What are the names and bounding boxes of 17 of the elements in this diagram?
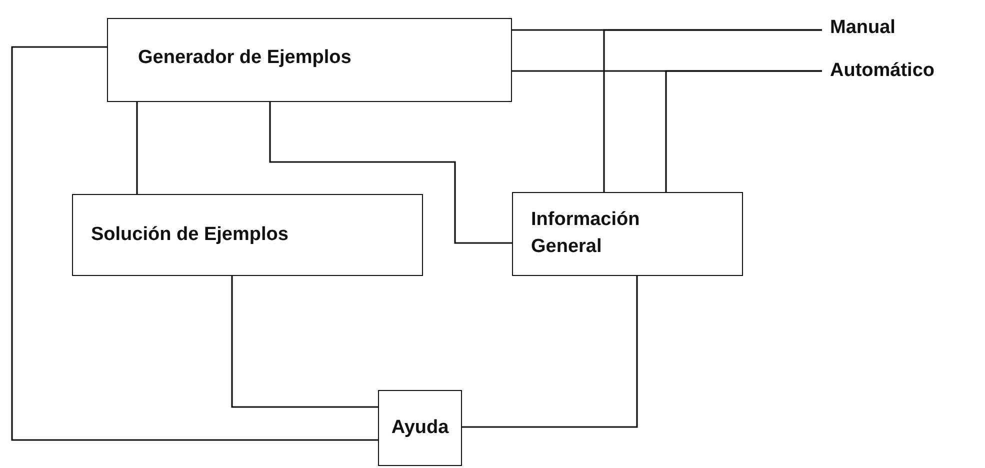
connector-line: [603, 29, 822, 192]
box-label: Generador de Ejemplos: [138, 46, 352, 70]
connector-line: [462, 276, 638, 428]
connector-line: [269, 102, 512, 244]
box-label: Ayuda: [391, 416, 449, 440]
output-label: Automático: [830, 60, 934, 82]
process-box: [72, 194, 423, 276]
process-box: [378, 390, 462, 466]
process-box: [107, 18, 512, 102]
process-box: [512, 192, 743, 276]
box-label: Información General: [531, 208, 641, 259]
box-label: Solución de Ejemplos: [91, 222, 288, 247]
connector-line: [136, 102, 138, 194]
output-label: Manual: [830, 17, 896, 39]
connector-line: [11, 46, 378, 441]
connector-line: [665, 70, 822, 192]
connector-line: [231, 276, 378, 408]
